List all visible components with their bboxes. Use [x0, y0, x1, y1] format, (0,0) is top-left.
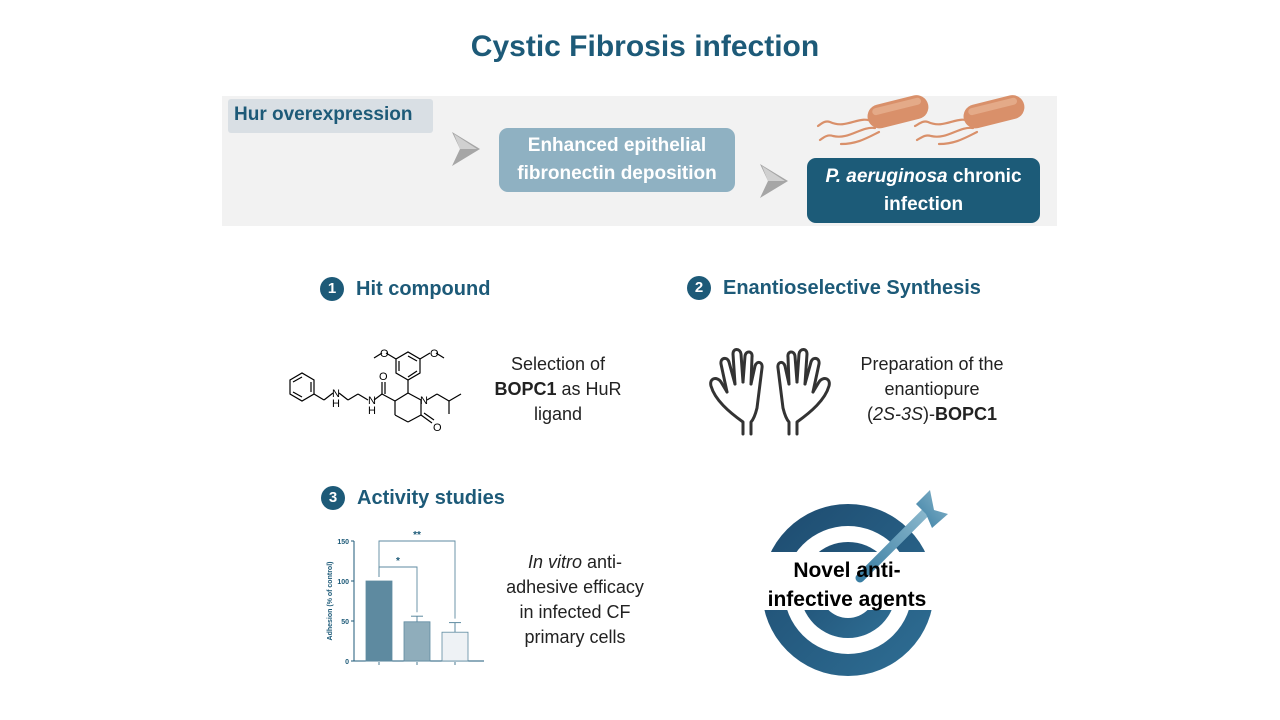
- pathogen-name: P. aeruginosa: [825, 166, 948, 187]
- y-tick-label: 100: [337, 579, 349, 586]
- step-number-3: 3: [321, 486, 345, 510]
- chronic-infection-line1: P. aeruginosa chronic: [807, 163, 1040, 191]
- section-enantioselective-synthesis: 2 Enantioselective Synthesis: [687, 276, 981, 300]
- chevron-right-icon: [760, 164, 788, 198]
- activity-desc-line1: In vitro anti-: [490, 550, 660, 575]
- activity-desc-line4: primary cells: [524, 627, 626, 647]
- page-title: Cystic Fibrosis infection: [470, 30, 820, 63]
- y-tick-label: 0: [345, 659, 349, 666]
- paren-close: )-: [923, 404, 935, 424]
- bar: [365, 580, 393, 662]
- activity-description: In vitro anti- adhesive efficacy in infe…: [490, 550, 660, 650]
- activity-desc-line2: adhesive efficacy: [506, 577, 644, 597]
- methoxy-o-right: O: [430, 348, 439, 360]
- bar: [403, 621, 431, 662]
- hit-description: Selection of BOPC1 as HuR ligand: [478, 352, 638, 427]
- bar: [441, 631, 469, 662]
- hit-compound-heading: Hit compound: [356, 277, 491, 300]
- stereo-descriptor: 2S-3S: [872, 404, 923, 424]
- hit-desc-line1: Selection of: [510, 354, 606, 374]
- y-axis-label: Adhesion (% of control): [327, 562, 334, 641]
- section-hit-compound: 1 Hit compound: [320, 277, 490, 301]
- fibronectin-line1: Enhanced epithelial: [527, 135, 707, 156]
- significance-label: **: [413, 530, 421, 541]
- carbonyl-o: O: [379, 371, 388, 383]
- methoxy-o-left: O: [380, 348, 389, 360]
- paren-open: (: [866, 404, 873, 424]
- step-number-2: 2: [687, 276, 711, 300]
- novel-agents-label: Novel anti- infective agents: [757, 556, 937, 614]
- chronic-infection-box: P. aeruginosa chronic infection: [807, 158, 1040, 223]
- amine-h: H: [332, 398, 340, 410]
- bopc1-label: BOPC1: [494, 379, 557, 399]
- chronic-word: chronic: [947, 166, 1022, 187]
- amine-n: N: [332, 388, 340, 400]
- step-number-1: 1: [320, 277, 344, 301]
- hur-overexpression-box: Hur overexpression: [228, 99, 433, 133]
- synthesis-desc-line3: (2S-3S)-BOPC1: [842, 402, 1022, 427]
- hit-desc-line3: ligand: [533, 404, 583, 424]
- chronic-infection-line2: infection: [883, 194, 964, 215]
- ring-n: N: [420, 395, 428, 407]
- synthesis-description: Preparation of the enantiopure (2S-3S)-B…: [842, 352, 1022, 427]
- fibronectin-line2: fibronectin deposition: [517, 163, 717, 184]
- novel-agents-line1: Novel anti-: [793, 559, 901, 582]
- section-activity-studies: 3 Activity studies: [321, 486, 505, 510]
- fibronectin-box: Enhanced epithelial fibronectin depositi…: [499, 128, 735, 192]
- bopc1-structure: N H N H O N O O O: [289, 348, 462, 434]
- hit-desc-rest: as HuR: [556, 379, 622, 399]
- hit-desc-line2: BOPC1 as HuR: [478, 377, 638, 402]
- amide-n: N: [368, 395, 376, 407]
- activity-desc-rest: anti-: [582, 552, 623, 572]
- target-icon: [762, 490, 948, 676]
- activity-heading: Activity studies: [357, 486, 505, 509]
- chevron-right-icon: [452, 132, 480, 166]
- synthesis-desc-line2: enantiopure: [884, 379, 980, 399]
- in-vitro-label: In vitro: [527, 552, 582, 572]
- significance-label: *: [396, 556, 400, 567]
- activity-desc-line3: in infected CF: [519, 602, 631, 622]
- significance-bracket: [378, 540, 456, 619]
- y-tick-label: 150: [337, 539, 349, 546]
- novel-agents-line2: infective agents: [767, 588, 927, 611]
- bopc1-label-2: BOPC1: [935, 404, 998, 424]
- amide-h: H: [368, 405, 376, 417]
- synthesis-heading: Enantioselective Synthesis: [723, 276, 981, 299]
- hands-icon: [709, 348, 831, 436]
- bacteria-icon: [816, 95, 1025, 146]
- y-tick-label: 50: [341, 619, 349, 626]
- synthesis-desc-line1: Preparation of the: [860, 354, 1004, 374]
- lactam-o: O: [433, 422, 442, 434]
